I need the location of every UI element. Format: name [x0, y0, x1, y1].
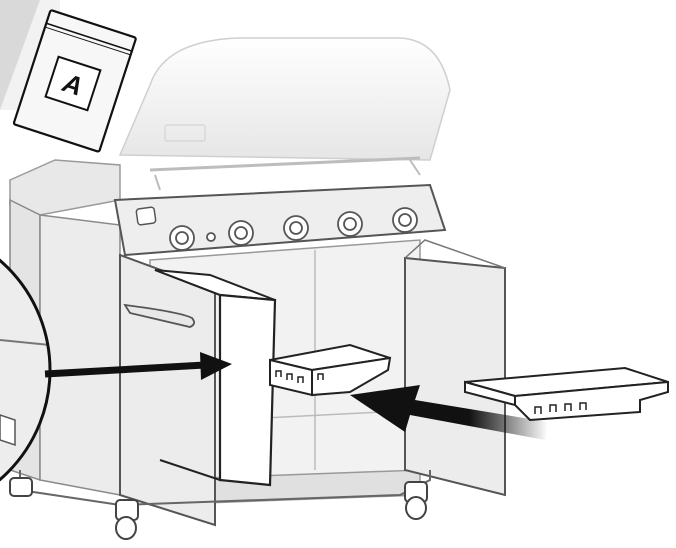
- ignition-button: [136, 207, 156, 225]
- grill-lid: [120, 38, 450, 190]
- hardware-bag: A: [0, 0, 136, 152]
- side-shelf-left: [10, 160, 120, 215]
- left-door: [120, 255, 215, 525]
- right-door: [405, 258, 505, 495]
